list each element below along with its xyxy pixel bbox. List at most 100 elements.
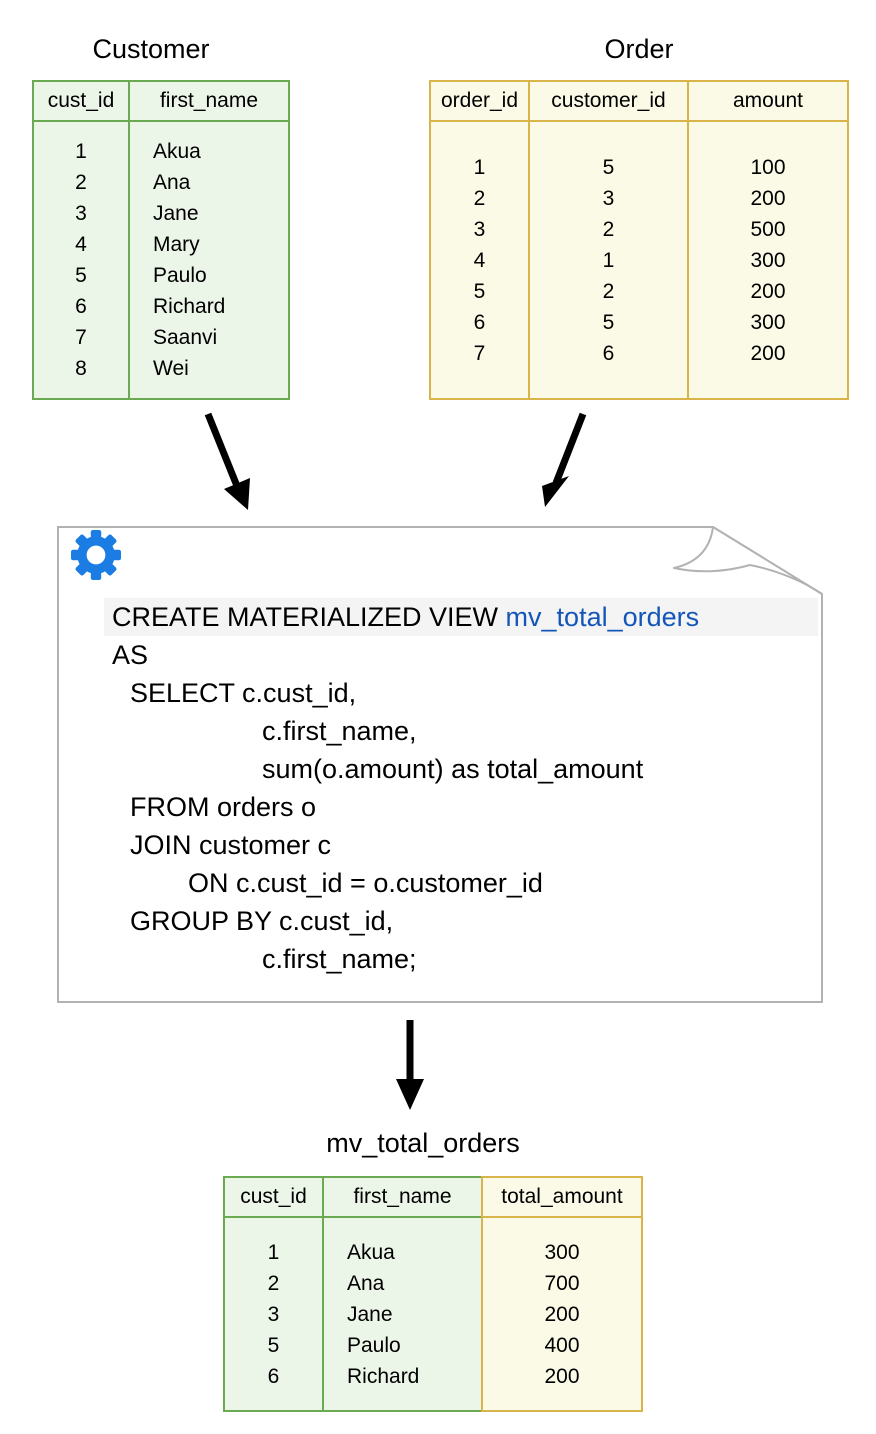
- sql-line: SELECT c.cust_id,: [130, 678, 357, 708]
- cell-value: 200: [750, 341, 786, 365]
- sql-line: JOIN customer c: [130, 830, 332, 860]
- cell-value: 7: [473, 341, 486, 365]
- cell-value: 500: [750, 217, 786, 241]
- cell-value: 8: [75, 357, 87, 380]
- arrowhead-order: [542, 476, 569, 507]
- cell-value: 7: [75, 326, 87, 349]
- column-values: 1 2 3 5 6: [225, 1218, 322, 1410]
- cell-value: 1: [75, 140, 87, 163]
- sql-keyword: CREATE MATERIALIZED VIEW: [112, 602, 506, 632]
- cell-value: 1: [473, 155, 486, 179]
- cell-value: 100: [750, 155, 786, 179]
- cell-value: Mary: [153, 233, 200, 256]
- cell-value: 200: [750, 186, 786, 210]
- arrowhead-customer: [224, 478, 250, 510]
- cell-value: 6: [473, 310, 486, 334]
- cell-value: 300: [544, 1240, 580, 1264]
- cell-value: 6: [267, 1364, 280, 1388]
- sql-line: ON c.cust_id = o.customer_id: [188, 868, 543, 898]
- customer-col-cust-id: cust_id 1 2 3 4 5 6 7 8: [32, 80, 130, 400]
- cell-value: 2: [75, 171, 87, 194]
- cell-value: 400: [544, 1333, 580, 1357]
- result-table-title: mv_total_orders: [326, 1128, 520, 1158]
- sql-line-create: CREATE MATERIALIZED VIEW mv_total_orders: [104, 598, 832, 636]
- cell-value: 200: [750, 279, 786, 303]
- sql-line: FROM orders o: [130, 792, 317, 822]
- cell-value: Paulo: [153, 264, 207, 287]
- gear-icon: [71, 530, 121, 580]
- cell-value: Akua: [347, 1240, 395, 1264]
- cell-value: 2: [602, 217, 615, 241]
- cell-value: Jane: [153, 202, 199, 225]
- column-header: cust_id: [34, 82, 128, 122]
- result-col-total-amount: total_amount 300 700 200 400 200: [481, 1176, 643, 1412]
- sql-line: sum(o.amount) as total_amount: [262, 754, 644, 784]
- cell-value: Ana: [153, 171, 191, 194]
- column-values: 100 200 500 300 200 300 200: [689, 122, 847, 398]
- column-header: amount: [689, 82, 847, 122]
- sql-statement: CREATE MATERIALIZED VIEW mv_total_orders…: [104, 598, 832, 978]
- order-col-amount: amount 100 200 500 300 200 300 200: [687, 80, 849, 400]
- cell-value: 5: [473, 279, 486, 303]
- arrow-order-to-sql: [552, 412, 587, 485]
- cell-value: Ana: [347, 1271, 385, 1295]
- cell-value: 6: [602, 341, 615, 365]
- cell-value: 300: [750, 310, 786, 334]
- order-col-customer-id: customer_id 5 3 2 1 2 5 6: [528, 80, 689, 400]
- cell-value: 200: [544, 1364, 580, 1388]
- cell-value: 3: [75, 202, 87, 225]
- cell-value: 300: [750, 248, 786, 272]
- cell-value: 4: [75, 233, 87, 256]
- cell-value: Jane: [347, 1302, 393, 1326]
- column-values: 1 2 3 4 5 6 7 8: [34, 122, 128, 398]
- result-col-cust-id: cust_id 1 2 3 5 6: [223, 1176, 324, 1412]
- cell-value: Richard: [153, 295, 226, 318]
- column-values: 5 3 2 1 2 5 6: [530, 122, 687, 398]
- sql-line: c.first_name;: [262, 944, 417, 974]
- cell-value: 1: [602, 248, 615, 272]
- cell-value: 4: [473, 248, 486, 272]
- cell-value: 3: [602, 186, 615, 210]
- sql-line: AS: [112, 640, 149, 670]
- cell-value: 3: [267, 1302, 280, 1326]
- arrowhead-result: [396, 1079, 424, 1110]
- sql-highlight: CREATE MATERIALIZED VIEW mv_total_orders: [104, 598, 818, 636]
- cell-value: 5: [602, 310, 615, 334]
- cell-value: 200: [544, 1302, 580, 1326]
- cell-value: 5: [75, 264, 87, 287]
- column-values: 300 700 200 400 200: [483, 1218, 641, 1410]
- cell-value: 5: [267, 1333, 280, 1357]
- cell-value: 700: [544, 1271, 580, 1295]
- order-table-title: Order: [604, 34, 674, 64]
- cell-value: 5: [602, 155, 615, 179]
- cell-value: 2: [602, 279, 615, 303]
- cell-value: 1: [267, 1240, 280, 1264]
- cell-value: Richard: [347, 1364, 420, 1388]
- column-header: total_amount: [483, 1178, 641, 1218]
- cell-value: 2: [267, 1271, 280, 1295]
- sql-line: c.first_name,: [262, 716, 417, 746]
- column-header: first_name: [130, 82, 288, 122]
- cell-value: Wei: [153, 357, 189, 380]
- page-curl: [673, 526, 823, 595]
- cell-value: 3: [473, 217, 486, 241]
- column-header: cust_id: [225, 1178, 322, 1218]
- cell-value: 6: [75, 295, 87, 318]
- cell-value: Paulo: [347, 1333, 401, 1357]
- column-header: customer_id: [530, 82, 687, 122]
- sql-view-name: mv_total_orders: [505, 602, 700, 632]
- arrow-customer-to-sql: [204, 412, 241, 488]
- customer-table-title: Customer: [92, 34, 210, 64]
- sql-line: GROUP BY c.cust_id,: [130, 906, 394, 936]
- column-header: first_name: [324, 1178, 481, 1218]
